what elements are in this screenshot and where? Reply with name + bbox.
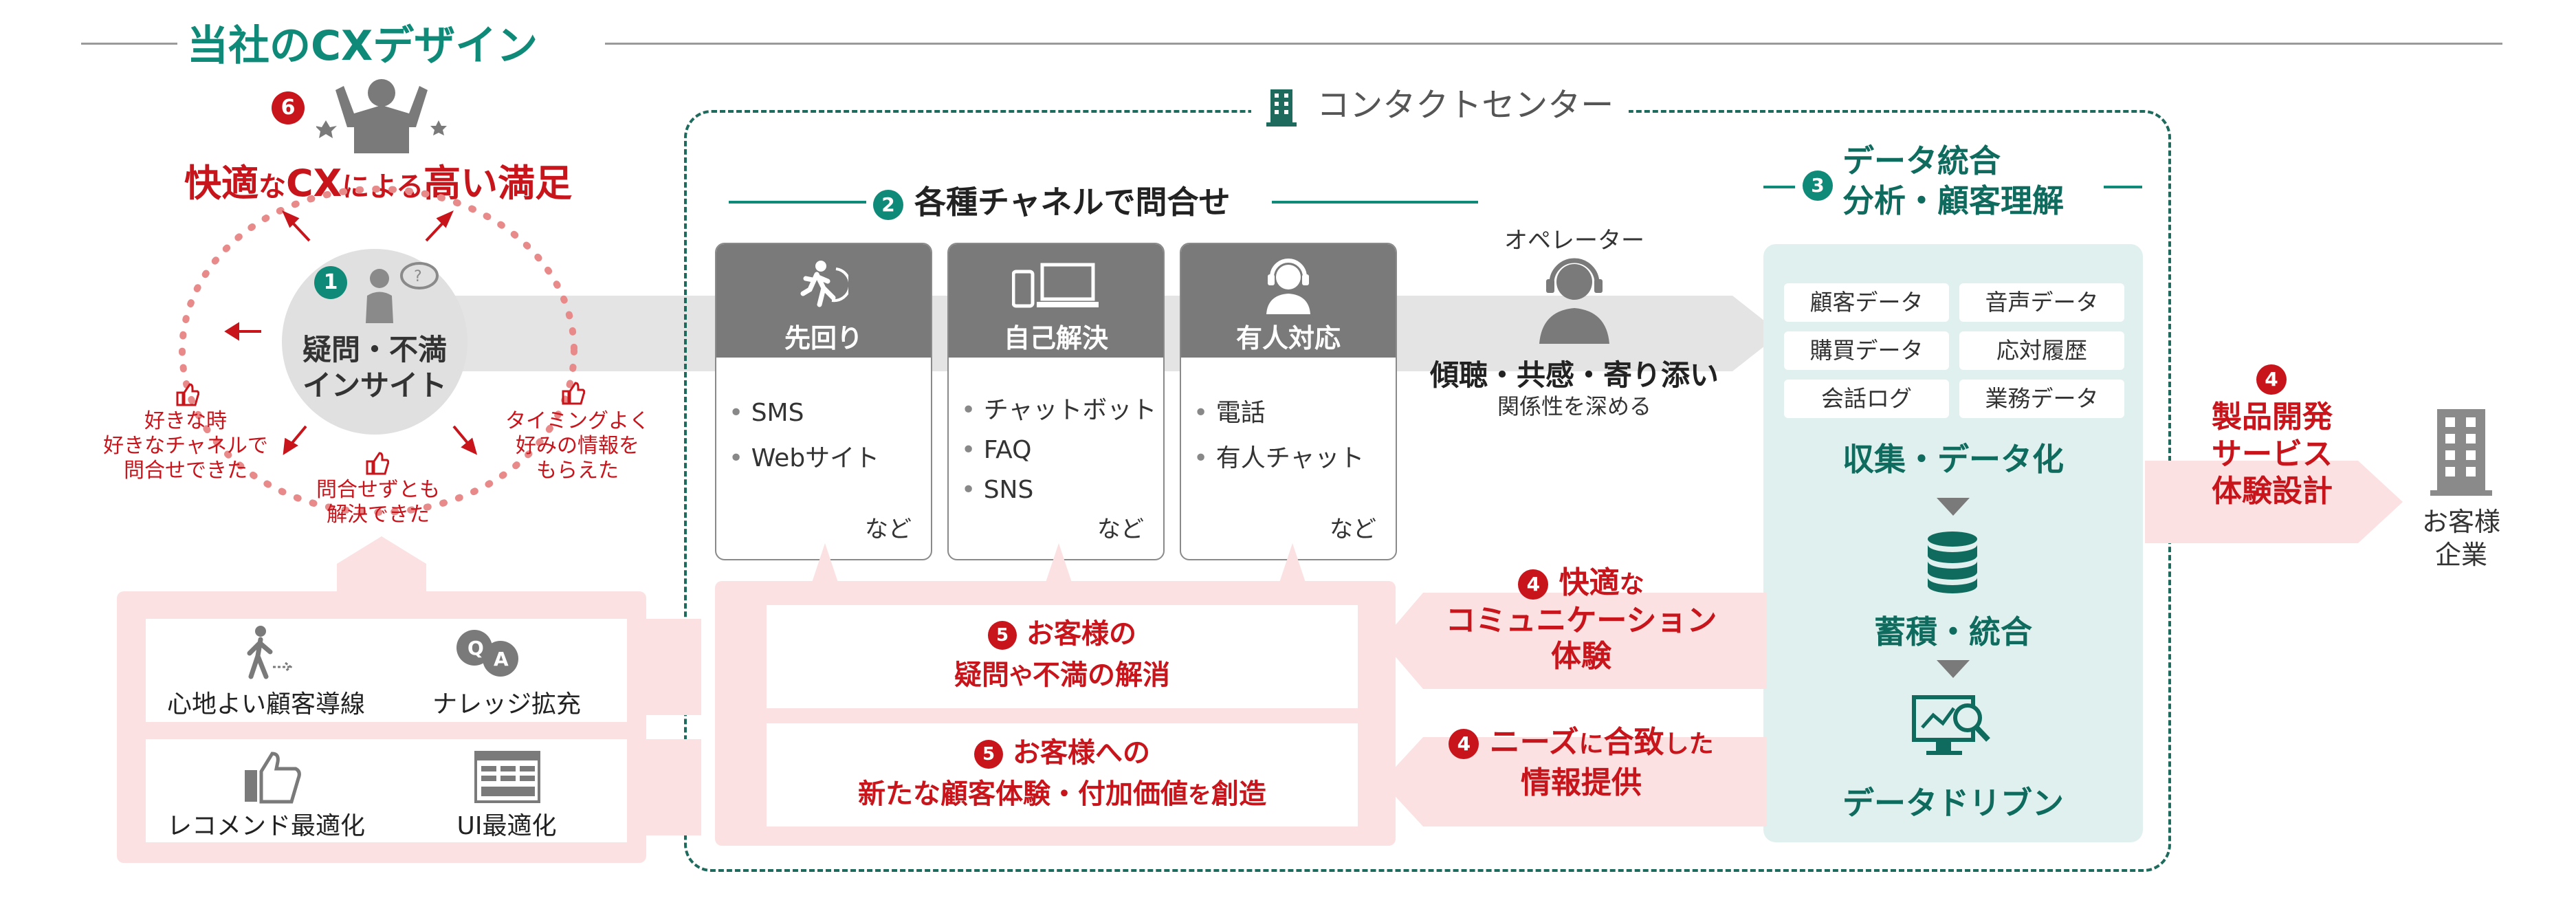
thumbs-up-icon: [245, 752, 301, 804]
data-chip: 業務データ: [1959, 380, 2124, 418]
walking-icon: [247, 626, 292, 679]
feature-label: レコメンド最適化: [166, 812, 365, 840]
product-num: 4: [2256, 364, 2287, 395]
devices-icon: [1012, 263, 1099, 308]
svg-text:A: A: [494, 648, 509, 670]
features-row-2: [146, 739, 627, 842]
cycle-label-bottom: 問合せずとも解決できた: [316, 478, 440, 527]
data-chip: 会話ログ: [1784, 380, 1949, 418]
newexp-box: [767, 723, 1358, 826]
channel-etc: など: [865, 516, 912, 543]
cycle-label-right: タイミングよく好みの情報をもらえた: [505, 409, 650, 483]
ui-screen-icon: [474, 751, 540, 803]
features-panel-tab: [337, 536, 426, 598]
data-step-collect: 収集・データ化: [1842, 441, 2064, 478]
channel-head: 先回り: [716, 244, 931, 358]
operator-main: 傾聴・共感・寄り添い: [1429, 358, 1719, 392]
channel-item: SMS: [729, 391, 931, 436]
product-arrow: [2145, 461, 2403, 543]
step-arrow: [1937, 498, 1970, 516]
channel-etc: など: [1097, 516, 1144, 543]
data-num: 3: [1803, 171, 1833, 201]
channel-label: 先回り: [784, 323, 863, 353]
data-header: データ統合分析・顧客理解: [1842, 142, 2064, 219]
page-title: 当社のCXデザイン: [187, 22, 538, 70]
satisfaction-num: 6: [272, 91, 305, 124]
title-rule-right: [605, 43, 2502, 45]
company-building-icon: [2430, 409, 2492, 496]
analytics-icon: [1912, 695, 1990, 755]
resolve-box: [767, 605, 1358, 708]
newexp-text: 5 お客様への 新たな顧客体験・付加価値を創造: [858, 737, 1266, 810]
thumbs-up-icon: [562, 382, 585, 405]
channel-label: 有人対応: [1235, 323, 1341, 353]
svg-text:Q: Q: [467, 637, 484, 659]
contact-center-label-wrap: コンタクトセンター: [1251, 81, 1629, 129]
needs-text: 4 ニーズに合致した 情報提供: [1402, 723, 1760, 802]
company-text: お客様企業: [2421, 507, 2500, 570]
cycle-arrows: [224, 210, 478, 455]
comm-text: 4 快適な コミュニケーション 体験: [1445, 565, 1717, 674]
operator-icon: [1539, 258, 1609, 344]
insight-text: 疑問・不満インサイト: [302, 333, 447, 402]
qa-icon: Q A: [456, 630, 518, 677]
comm-arrow: [1382, 593, 1767, 689]
data-chip: 応対履歴: [1959, 331, 2124, 370]
channel-items: 電話 有人チャット: [1181, 358, 1396, 481]
data-rule-right: [2104, 186, 2142, 188]
needs-arrow: [1382, 737, 1767, 826]
product-text: 製品開発サービス体験設計: [2212, 399, 2333, 509]
channel-head: 自己解決: [949, 244, 1163, 358]
thumbs-up-icon: [366, 452, 389, 475]
cycle-ring: [179, 186, 577, 516]
celebrate-person-icon: [316, 79, 447, 153]
channel-etc: など: [1330, 516, 1376, 543]
svg-text:?: ?: [414, 268, 422, 285]
feature-label: ナレッジ拡充: [432, 690, 581, 719]
channels-rule-right: [1272, 201, 1478, 204]
channel-card-human: 有人対応 電話 有人チャット など: [1180, 243, 1397, 560]
resolve-panel-tabs: [811, 543, 1306, 584]
step-arrow: [1937, 660, 1970, 678]
channel-item: 電話: [1193, 391, 1396, 436]
satisfaction-text: 快適なCXによる高い満足: [184, 162, 573, 205]
channel-card-proactive: 先回り SMS Webサイト など: [715, 243, 932, 560]
data-step-driven: データドリブン: [1842, 785, 2064, 822]
channel-head: 有人対応: [1181, 244, 1396, 358]
data-rule-left: [1763, 186, 1795, 188]
channels-header: 2 各種チャネルで問合せ: [873, 177, 1231, 223]
database-icon: [1928, 532, 1977, 593]
running-icon: [800, 261, 848, 307]
person-question-icon: ?: [366, 262, 439, 323]
data-chip: 顧客データ: [1784, 283, 1949, 322]
data-chip: 購買データ: [1784, 331, 1949, 370]
data-chip: 音声データ: [1959, 283, 2124, 322]
channel-item: FAQ: [961, 430, 1163, 470]
channel-label: 自己解決: [1003, 323, 1108, 353]
feature-label: UI最適化: [456, 812, 557, 840]
channel-items: SMS Webサイト: [716, 358, 931, 481]
channel-item: 有人チャット: [1193, 436, 1396, 481]
channel-item: チャットボット: [961, 391, 1163, 430]
resolve-text: 5 お客様の 疑問や不満の解消: [954, 618, 1170, 691]
channel-item: Webサイト: [729, 436, 931, 481]
headset-icon: [1266, 259, 1310, 314]
insight-num: 1: [314, 266, 347, 299]
data-step-store: 蓄積・統合: [1874, 613, 2032, 650]
channel-card-self-service: 自己解決 チャットボット FAQ SNS など: [947, 243, 1165, 560]
channels-rule-left: [729, 201, 866, 204]
thumbs-up-icon: [176, 383, 199, 406]
cycle-label-left: 好きな時好きなチャネルで問合せできた: [103, 409, 268, 483]
channel-item: SNS: [961, 470, 1163, 510]
channel-items: チャットボット FAQ SNS: [949, 358, 1163, 510]
operator-title: オペレーター: [1504, 227, 1644, 254]
feature-label: 心地よい顧客導線: [166, 690, 365, 719]
building-icon: [1266, 89, 1297, 127]
operator-sub: 関係性を深める: [1497, 393, 1651, 419]
contact-center-label: コンタクトセンター: [1317, 86, 1614, 124]
title-rule-left: [81, 43, 177, 45]
features-row-1: [146, 619, 627, 722]
